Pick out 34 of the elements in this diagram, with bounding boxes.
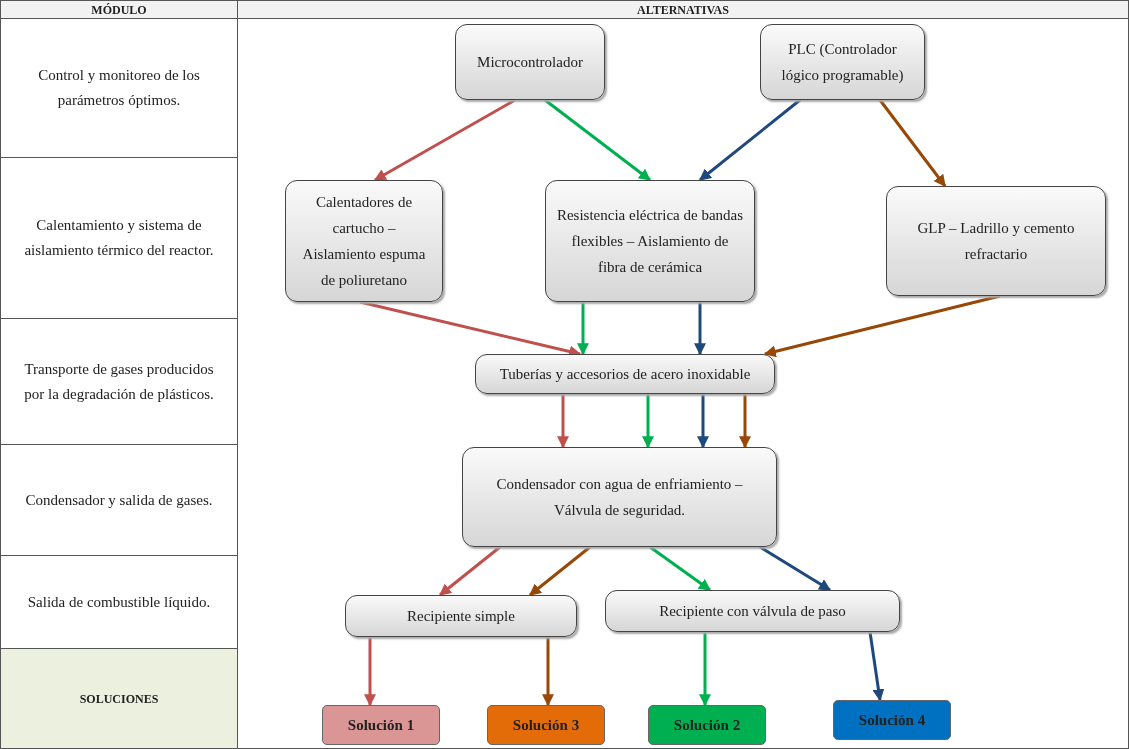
arrow — [577, 302, 589, 356]
process-box: Microcontrolador — [455, 24, 605, 100]
column-header: ALTERNATIVAS — [237, 0, 1129, 19]
arrow — [557, 394, 569, 449]
arrow — [699, 632, 711, 707]
arrow — [763, 294, 1001, 358]
arrow — [878, 99, 947, 187]
arrow — [439, 545, 501, 597]
solution-box: Solución 4 — [833, 700, 951, 740]
solution-box: Solución 3 — [487, 705, 605, 745]
process-box: Recipiente con válvula de paso — [605, 590, 900, 632]
arrow — [868, 631, 885, 702]
arrow — [697, 394, 709, 449]
arrow — [699, 98, 801, 182]
arrow — [694, 302, 706, 356]
solution-box: Solución 2 — [648, 705, 766, 745]
arrow — [373, 98, 516, 182]
process-box: Calentadores de cartucho – Aislamiento espuma de poliuretano — [285, 180, 443, 302]
arrow — [364, 637, 376, 707]
arrow — [542, 637, 554, 707]
process-box: Condensador con agua de enfriamiento – Válvula de seguridad. — [462, 447, 777, 547]
arrow — [529, 545, 591, 597]
row-header: SOLUCIONES — [0, 648, 238, 749]
process-box: Resistencia eléctrica de bandas flexibles – Aislamiento de fibra de cerámica — [545, 180, 755, 302]
process-box: Tuberías y accesorios de acero inoxidable — [475, 354, 775, 394]
arrow — [649, 545, 711, 592]
process-box: GLP – Ladrillo y cemento refractario — [886, 186, 1106, 296]
solution-box: Solución 1 — [322, 705, 440, 745]
arrow — [642, 394, 654, 449]
process-box: Recipiente simple — [345, 595, 577, 637]
arrow — [759, 545, 831, 592]
arrow — [739, 394, 751, 449]
process-box: PLC (Controlador lógico programable) — [760, 24, 925, 100]
arrow — [544, 98, 651, 182]
